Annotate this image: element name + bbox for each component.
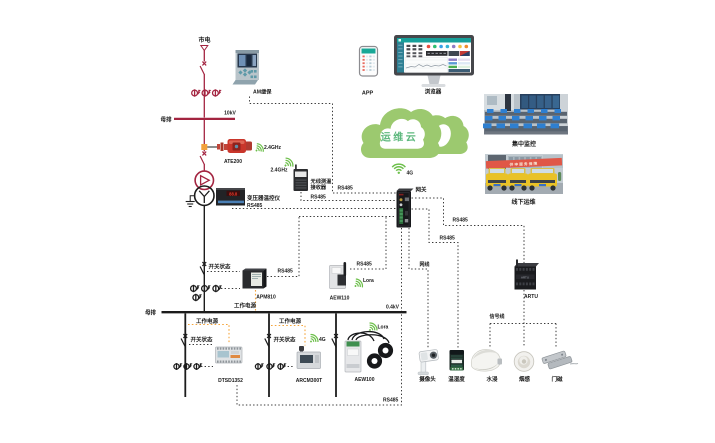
svg-text:88.8: 88.8	[229, 191, 238, 196]
svg-text:Lora: Lora	[378, 325, 389, 331]
svg-text:供申服务保障: 供申服务保障	[509, 161, 539, 167]
svg-text:RS485: RS485	[440, 236, 456, 242]
svg-text:4G: 4G	[319, 337, 326, 343]
svg-text:变压器温控仪: 变压器温控仪	[247, 194, 281, 202]
svg-text:APP: APP	[362, 91, 374, 97]
svg-text:开关状态: 开关状态	[191, 336, 214, 344]
svg-text:水浸: 水浸	[486, 375, 498, 383]
svg-text:ARCM300T: ARCM300T	[296, 378, 322, 384]
svg-text:AEW100: AEW100	[354, 377, 374, 383]
svg-text:网关: 网关	[416, 186, 428, 194]
svg-text:ATE200: ATE200	[224, 159, 242, 165]
svg-text:温湿度: 温湿度	[448, 375, 465, 383]
svg-text:母排: 母排	[160, 116, 172, 124]
svg-text:无线测温: 无线测温	[310, 177, 333, 185]
svg-text:工作电源: 工作电源	[234, 302, 257, 310]
svg-text:线下运维: 线下运维	[511, 198, 535, 206]
svg-text:4G: 4G	[407, 171, 414, 177]
svg-text:工作电源: 工作电源	[196, 317, 219, 325]
svg-text:ARTU: ARTU	[524, 294, 538, 300]
svg-text:0.4kV: 0.4kV	[386, 305, 400, 311]
svg-text:门磁: 门磁	[551, 375, 563, 383]
svg-text:2.4GHz: 2.4GHz	[271, 168, 288, 174]
svg-text:AEW110: AEW110	[330, 296, 350, 302]
svg-text:母排: 母排	[145, 309, 157, 317]
svg-text:RS485: RS485	[311, 195, 327, 201]
svg-text:集中监控: 集中监控	[511, 140, 536, 148]
svg-text:摄像头: 摄像头	[419, 375, 436, 383]
svg-text:ARTU: ARTU	[521, 275, 529, 279]
svg-text:Lora: Lora	[363, 278, 374, 284]
svg-text:工作电源: 工作电源	[279, 317, 302, 325]
svg-text:APM810: APM810	[256, 295, 276, 301]
svg-text:RS485: RS485	[278, 269, 294, 275]
svg-text:网线: 网线	[420, 261, 430, 268]
svg-text:RS485: RS485	[247, 203, 263, 209]
svg-text:运维云: 运维云	[381, 131, 419, 144]
svg-text:接收器: 接收器	[311, 183, 327, 191]
svg-text:市电: 市电	[198, 36, 210, 44]
svg-text:浏览器: 浏览器	[425, 88, 442, 96]
svg-text:2.4GHz: 2.4GHz	[264, 145, 281, 151]
svg-text:RS485: RS485	[357, 262, 373, 268]
svg-text:RS485: RS485	[453, 218, 469, 224]
svg-text:烟感: 烟感	[519, 375, 531, 383]
svg-text:DTSD1352: DTSD1352	[218, 378, 243, 384]
svg-text:开关状态: 开关状态	[209, 263, 232, 271]
svg-text:RS485: RS485	[383, 398, 399, 404]
svg-text:RS485: RS485	[338, 186, 354, 192]
svg-text:10kV: 10kV	[224, 111, 236, 117]
svg-text:AM继保: AM继保	[253, 88, 272, 96]
svg-text:开关状态: 开关状态	[274, 336, 297, 344]
svg-text:信号线: 信号线	[490, 313, 505, 320]
